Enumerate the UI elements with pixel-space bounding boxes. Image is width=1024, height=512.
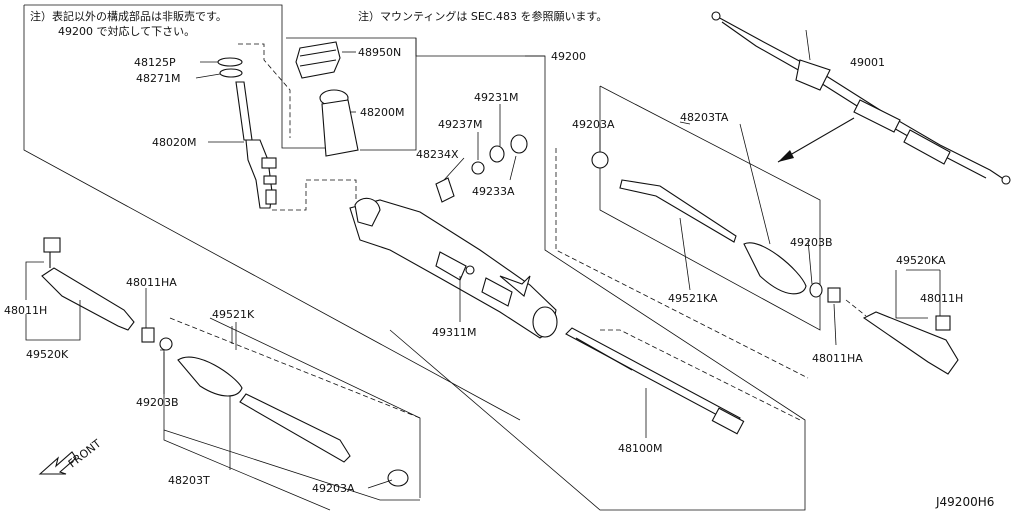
- bracket-48203T: [160, 317, 421, 511]
- label-49520K: 49520K: [26, 348, 69, 361]
- bracket-49200: [286, 37, 806, 511]
- boot-48200M: [319, 89, 359, 157]
- label-49231M: 49231M: [474, 91, 518, 104]
- leader-lines: [25, 51, 941, 489]
- label-49311M: 49311M: [432, 326, 476, 339]
- label-48011H-left: 48011H: [4, 304, 47, 317]
- label-49200: 49200: [551, 50, 586, 63]
- label-49237M: 49237M: [438, 118, 482, 131]
- label-49001: 49001: [850, 56, 885, 69]
- label-48100M: 48100M: [618, 442, 662, 455]
- label-49203B-left: 49203B: [136, 396, 179, 409]
- note-line-1: 注）表記以外の構成部品は非販売です。: [30, 9, 227, 23]
- label-49233A: 49233A: [472, 185, 515, 198]
- note-box: 注）表記以外の構成部品は非販売です。 49200 で対応して下さい。: [23, 4, 521, 421]
- label-48950N: 48950N: [358, 46, 401, 59]
- label-49521K: 49521K: [212, 308, 255, 321]
- small-parts-cluster: [435, 134, 528, 203]
- label-48203T: 48203T: [168, 474, 210, 487]
- outer-tie-rod-49520KA: [827, 287, 959, 375]
- pinion-shaft-group: [217, 43, 357, 211]
- label-49520KA: 49520KA: [896, 254, 946, 267]
- label-48203TA: 48203TA: [680, 111, 729, 124]
- gear-housing-49311M: [349, 197, 558, 339]
- label-48200M: 48200M: [360, 106, 404, 119]
- front-arrow: FRONT: [38, 437, 104, 475]
- part-labels: 48125P 48271M 48020M 48950N 48200M 49200…: [4, 46, 963, 495]
- label-48011HA-left: 48011HA: [126, 276, 177, 289]
- mounting-note: 注）マウンティングは SEC.483 を参照願います。: [358, 9, 607, 23]
- bracket-48203TA: [555, 85, 821, 379]
- label-49203A-bottom: 49203A: [312, 482, 355, 495]
- label-48011HA-right: 48011HA: [812, 352, 863, 365]
- label-48271M: 48271M: [136, 72, 180, 85]
- complete-assembly-49001: [711, 11, 1011, 185]
- note-line-2: 49200 で対応して下さい。: [58, 24, 195, 38]
- label-48020M: 48020M: [152, 136, 196, 149]
- label-49203A-top: 49203A: [572, 118, 615, 131]
- dust-cover-48950N: [295, 41, 341, 79]
- inner-tie-rod-49521K: [159, 337, 409, 487]
- diagram-id: J49200H6: [935, 495, 994, 509]
- label-49203B-right: 49203B: [790, 236, 833, 249]
- label-48234X: 48234X: [416, 148, 459, 161]
- rack-48100M: [565, 327, 801, 435]
- label-48125P: 48125P: [134, 56, 176, 69]
- label-49521KA: 49521KA: [668, 292, 718, 305]
- label-48011H-right: 48011H: [920, 292, 963, 305]
- outer-tie-rod-49520K: [41, 237, 155, 343]
